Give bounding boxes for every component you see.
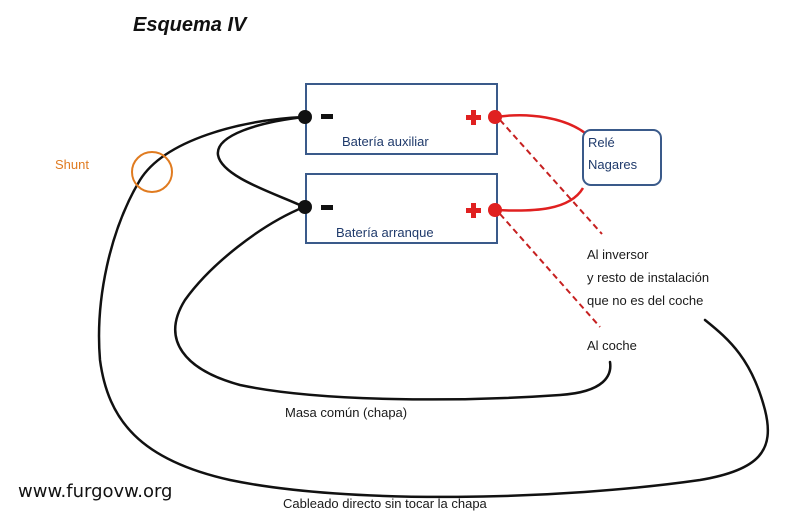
- diagram-title: Esquema IV: [133, 14, 248, 36]
- relay-label-line2: Nagares: [588, 157, 638, 172]
- plus-icon: [466, 203, 481, 218]
- plus-icon: [466, 110, 481, 125]
- wire-common-ground: [174, 205, 612, 401]
- shunt-icon: [131, 151, 173, 193]
- red-wires: [495, 114, 586, 212]
- dashed-to-inverter: [499, 119, 603, 235]
- aux-negative-terminal: [298, 110, 312, 124]
- inverter-label-line2: y resto de instalación: [587, 270, 709, 285]
- inverter-label-line1: Al inversor: [587, 247, 649, 262]
- shunt-label: Shunt: [55, 157, 89, 172]
- start-negative-terminal: [298, 200, 312, 214]
- battery-auxiliary-label: Batería auxiliar: [342, 134, 429, 149]
- direct-wiring-label: Cableado directo sin tocar la chapa: [283, 496, 488, 511]
- wire-negative-bridge: [216, 115, 306, 209]
- relay-label-line1: Relé: [588, 135, 615, 150]
- dashed-leads: [499, 119, 603, 328]
- black-wires: [97, 115, 770, 499]
- common-ground-label: Masa común (chapa): [285, 405, 407, 420]
- minus-icon: [321, 114, 333, 119]
- dashed-to-car: [499, 213, 601, 328]
- minus-icon: [321, 205, 333, 210]
- relay-box: [582, 129, 662, 186]
- aux-positive-terminal: [488, 110, 502, 124]
- wire-relay-start: [495, 187, 585, 212]
- inverter-label-line3: que no es del coche: [587, 293, 703, 308]
- car-label: Al coche: [587, 338, 637, 353]
- watermark: www.furgovw.org: [18, 481, 172, 502]
- battery-auxiliary: [305, 83, 498, 155]
- start-positive-terminal: [488, 203, 502, 217]
- wire-relay-aux: [495, 114, 586, 135]
- battery-starter-label: Batería arranque: [336, 225, 434, 240]
- wire-direct-wiring: [97, 115, 770, 499]
